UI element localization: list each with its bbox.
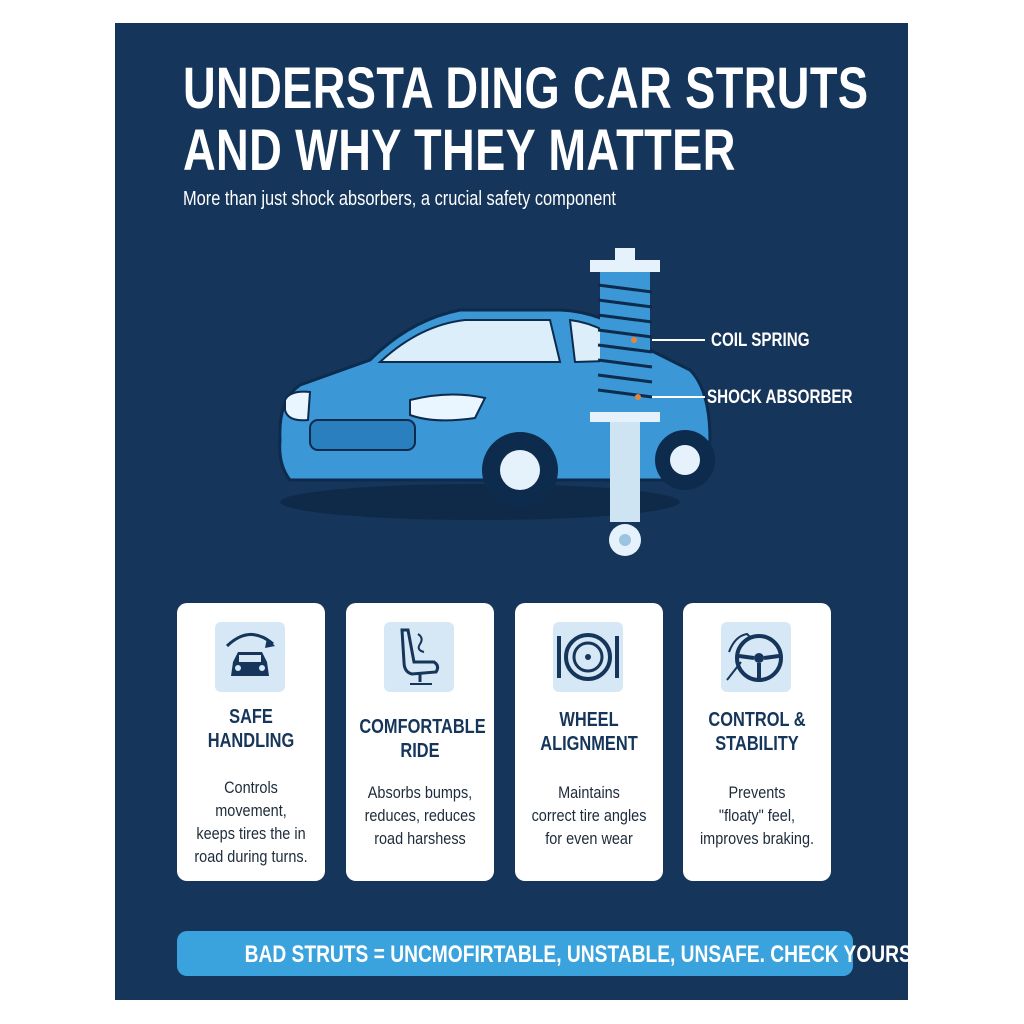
card-title: CONTROL &STABILITY <box>696 708 817 756</box>
card-text-line: Prevents <box>728 783 786 802</box>
car-seat-icon <box>384 622 454 692</box>
card-description: Prevents "floaty" feel, improves braking. <box>694 781 820 850</box>
car-turn-arrow-icon <box>215 622 285 692</box>
card-text-line: road harshess <box>374 829 466 848</box>
strut-illustration <box>590 248 705 556</box>
title-line-1: UNDERSTA DING CAR STRUTS <box>183 56 869 121</box>
card-text-line: correct tire angles <box>531 806 647 825</box>
card-description: Controls movement, keeps tires the in road… <box>188 776 314 868</box>
card-text-line: improves braking. <box>699 829 815 848</box>
card-description: Absorbs bumps, reduces, reduces road harsh… <box>357 781 483 850</box>
card-text-line: for even wear <box>545 829 633 848</box>
card-title-line: ALIGNMENT <box>540 733 638 755</box>
banner-text: BAD STRUTS = UNCMOFIRTABLE, UNSTABLE, UN… <box>244 941 919 968</box>
warning-banner: BAD STRUTS = UNCMOFIRTABLE, UNSTABLE, UN… <box>177 931 919 976</box>
card-text-line: reduces, reduces <box>364 806 476 825</box>
card-description: Maintains correct tire angles for even wea… <box>526 781 652 850</box>
page-title: UNDERSTA DING CAR STRUTS AND WHY THEY MA… <box>183 58 868 182</box>
card-text-line: road during turns. <box>194 847 308 866</box>
card-control-stability: CONTROL &STABILITY Prevents "floaty" feel… <box>683 603 831 881</box>
subtitle: More than just shock absorbers, a crucia… <box>183 188 616 210</box>
shock-absorber-label: SHOCK ABSORBER <box>707 387 853 408</box>
card-text-line: Controls movement, <box>215 778 287 820</box>
card-title-line: WHEEL <box>559 709 619 731</box>
wheel-alignment-icon <box>553 622 623 692</box>
card-title-line: STABILITY <box>715 733 799 755</box>
car-strut-illustration <box>278 248 715 556</box>
card-title-line: CONTROL & <box>708 709 806 731</box>
card-text-line: "floaty" feel, <box>718 806 796 825</box>
card-text-line: Maintains <box>558 783 620 802</box>
coil-spring-label: COIL SPRING <box>711 330 810 351</box>
card-title-line: COMFORTABLE <box>359 716 486 738</box>
title-line-2: AND WHY THEY MATTER <box>183 118 736 183</box>
steering-wheel-icon <box>721 622 791 692</box>
card-title-line: HANDLING <box>207 730 295 752</box>
card-title-line: SAFE <box>229 706 273 728</box>
card-text-line: Absorbs bumps, <box>367 783 473 802</box>
card-title-line: RIDE <box>400 740 440 762</box>
card-text-line: keeps tires the in <box>196 824 306 843</box>
